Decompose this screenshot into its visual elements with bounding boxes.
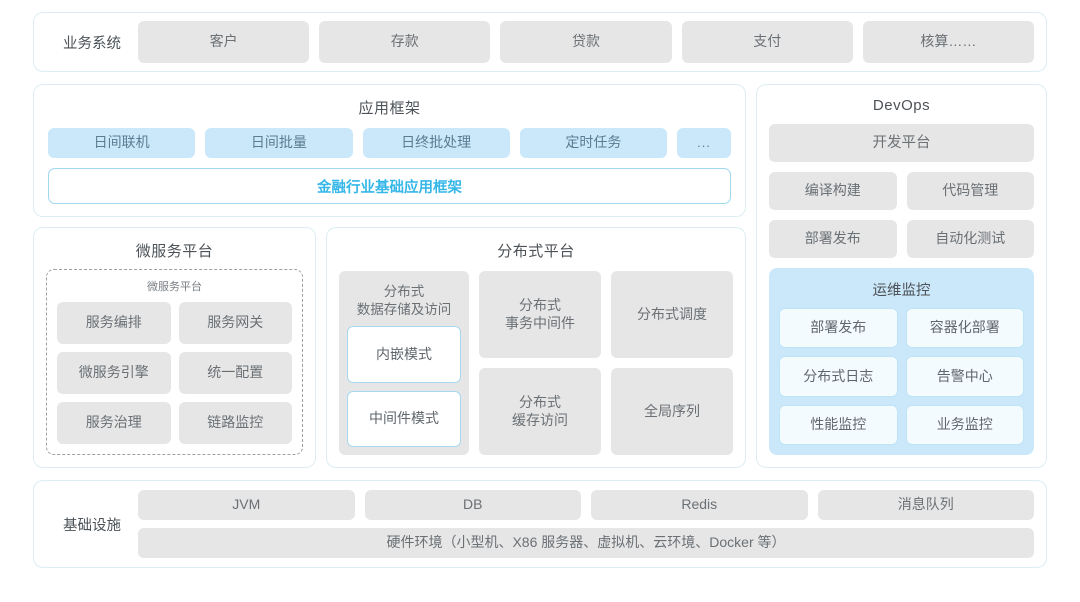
business-systems-tiles: 客户 存款 贷款 支付 核算……	[138, 21, 1035, 63]
infra-tile-message-queue[interactable]: 消息队列	[817, 490, 1034, 520]
dp-storage-title-line1: 分布式	[383, 284, 425, 299]
ops-tile-business-monitoring[interactable]: 业务监控	[905, 404, 1024, 445]
microservice-platform-title: 微服务平台	[135, 243, 214, 260]
devops-tile-compile-build[interactable]: 编译构建	[769, 172, 897, 210]
business-tile-payment[interactable]: 支付	[681, 21, 853, 63]
dp-tile-middleware-mode[interactable]: 中间件模式	[347, 390, 461, 447]
distributed-platform-panel: 分布式平台 分布式 数据存储及访问 内嵌模式 中间件模式	[326, 227, 746, 468]
business-tile-customer[interactable]: 客户	[138, 21, 310, 63]
appfw-tile-eod-batch[interactable]: 日终批处理	[362, 128, 510, 158]
devops-grid: 编译构建 代码管理 部署发布 自动化测试	[769, 172, 1034, 258]
msp-tile-service-orchestration[interactable]: 服务编排	[57, 302, 171, 344]
infrastructure-tiles: JVM DB Redis 消息队列	[138, 490, 1034, 520]
devops-panel: DevOps 开发平台 编译构建 代码管理 部署发布 自动化测试 运维监控 部署…	[756, 84, 1047, 468]
dp-cell-2-text: 分布式 缓存访问	[512, 394, 568, 429]
infra-tile-hardware-environment[interactable]: 硬件环境（小型机、X86 服务器、虚拟机、云环境、Docker 等）	[138, 528, 1034, 558]
dp-cells: 分布式 事务中间件 分布式调度 分布式 缓存访问	[479, 271, 733, 455]
infrastructure-label: 基础设施	[63, 517, 121, 534]
microservice-platform-inner: 微服务平台 服务编排 服务网关 微服务引擎 统一配置 服务治理 链路监控	[46, 269, 303, 455]
msp-tile-microservice-engine[interactable]: 微服务引擎	[57, 352, 171, 394]
platform-column: 应用框架 日间联机 日间批量 日终批处理 定时任务 ... 金融行业基础应用框架…	[33, 84, 746, 468]
application-framework-panel: 应用框架 日间联机 日间批量 日终批处理 定时任务 ... 金融行业基础应用框架	[33, 84, 746, 217]
dp-tile-transaction-middleware[interactable]: 分布式 事务中间件	[479, 271, 601, 358]
ops-tile-containerized-deploy[interactable]: 容器化部署	[905, 308, 1024, 349]
business-tile-loan[interactable]: 贷款	[500, 21, 672, 63]
dp-storage-group[interactable]: 分布式 数据存储及访问 内嵌模式 中间件模式	[339, 271, 469, 455]
ops-tile-distributed-log[interactable]: 分布式日志	[779, 356, 898, 397]
dp-cell-0-line2: 事务中间件	[505, 314, 575, 331]
appfw-tile-daytime-batch[interactable]: 日间批量	[205, 128, 353, 158]
infrastructure-stack: JVM DB Redis 消息队列 硬件环境（小型机、X86 服务器、虚拟机、云…	[138, 490, 1034, 558]
microservice-platform-inner-title: 微服务平台	[147, 281, 202, 293]
msp-tile-trace-monitoring[interactable]: 链路监控	[178, 402, 292, 444]
infra-tile-jvm[interactable]: JVM	[138, 490, 355, 520]
dp-storage-title-line2: 数据存储及访问	[356, 301, 452, 317]
business-systems-label: 业务系统	[63, 35, 121, 52]
business-systems-panel: 业务系统 客户 存款 贷款 支付 核算……	[33, 12, 1047, 72]
devops-column: DevOps 开发平台 编译构建 代码管理 部署发布 自动化测试 运维监控 部署…	[756, 84, 1047, 468]
dp-tile-cache-access[interactable]: 分布式 缓存访问	[479, 368, 601, 455]
business-tile-deposit[interactable]: 存款	[319, 21, 491, 63]
dp-cell-0-line1: 分布式	[519, 297, 561, 313]
infra-tile-redis[interactable]: Redis	[591, 490, 808, 520]
ops-monitoring-group: 运维监控 部署发布 容器化部署 分布式日志 告警中心 性能监控 业务监控	[769, 268, 1034, 455]
application-framework-title: 应用框架	[358, 100, 421, 117]
ops-monitoring-grid: 部署发布 容器化部署 分布式日志 告警中心 性能监控 业务监控	[779, 308, 1024, 445]
dp-cell-0-text: 分布式 事务中间件	[505, 297, 575, 332]
distributed-platform-body: 分布式 数据存储及访问 内嵌模式 中间件模式 分布式 事务中间件	[339, 271, 733, 455]
devops-title: DevOps	[872, 97, 931, 114]
infra-tile-db[interactable]: DB	[364, 490, 581, 520]
msp-tile-unified-config[interactable]: 统一配置	[178, 352, 292, 394]
microservice-platform-panel: 微服务平台 微服务平台 服务编排 服务网关 微服务引擎 统一配置 服务治理 链路…	[33, 227, 316, 468]
ops-tile-deploy-release[interactable]: 部署发布	[779, 308, 898, 349]
appfw-tile-daytime-online[interactable]: 日间联机	[48, 128, 196, 158]
msp-tile-service-governance[interactable]: 服务治理	[57, 402, 171, 444]
dp-storage-title: 分布式 数据存储及访问	[347, 283, 461, 318]
appfw-tile-scheduled-task[interactable]: 定时任务	[519, 128, 667, 158]
ops-monitoring-title: 运维监控	[872, 283, 931, 299]
dp-tile-global-sequence[interactable]: 全局序列	[611, 368, 733, 455]
appfw-base-framework[interactable]: 金融行业基础应用框架	[48, 168, 731, 204]
dp-tile-distributed-scheduling[interactable]: 分布式调度	[611, 271, 733, 358]
appfw-tile-more[interactable]: ...	[677, 128, 731, 158]
dp-cell-2-line1: 分布式	[519, 394, 561, 410]
devops-tile-dev-platform[interactable]: 开发平台	[769, 124, 1034, 162]
ops-tile-alert-center[interactable]: 告警中心	[905, 356, 1024, 397]
business-tile-accounting[interactable]: 核算……	[862, 21, 1035, 63]
middle-band: 应用框架 日间联机 日间批量 日终批处理 定时任务 ... 金融行业基础应用框架…	[33, 84, 1047, 468]
dp-tile-embedded-mode[interactable]: 内嵌模式	[347, 326, 461, 383]
distributed-platform-title: 分布式平台	[497, 243, 575, 260]
lower-platforms: 微服务平台 微服务平台 服务编排 服务网关 微服务引擎 统一配置 服务治理 链路…	[33, 227, 746, 468]
application-framework-tiles: 日间联机 日间批量 日终批处理 定时任务 ...	[48, 128, 731, 158]
devops-tile-automated-testing[interactable]: 自动化测试	[906, 220, 1034, 258]
msp-tile-service-gateway[interactable]: 服务网关	[178, 302, 292, 344]
microservice-platform-grid: 服务编排 服务网关 微服务引擎 统一配置 服务治理 链路监控	[57, 302, 292, 444]
devops-platform-row: 开发平台	[769, 124, 1034, 172]
dp-cell-2-line2: 缓存访问	[512, 411, 568, 428]
ops-tile-performance-monitoring[interactable]: 性能监控	[779, 404, 898, 445]
infrastructure-panel: 基础设施 JVM DB Redis 消息队列 硬件环境（小型机、X86 服务器、…	[33, 480, 1047, 568]
devops-tile-code-management[interactable]: 代码管理	[906, 172, 1034, 210]
devops-tile-deploy-release[interactable]: 部署发布	[769, 220, 897, 258]
